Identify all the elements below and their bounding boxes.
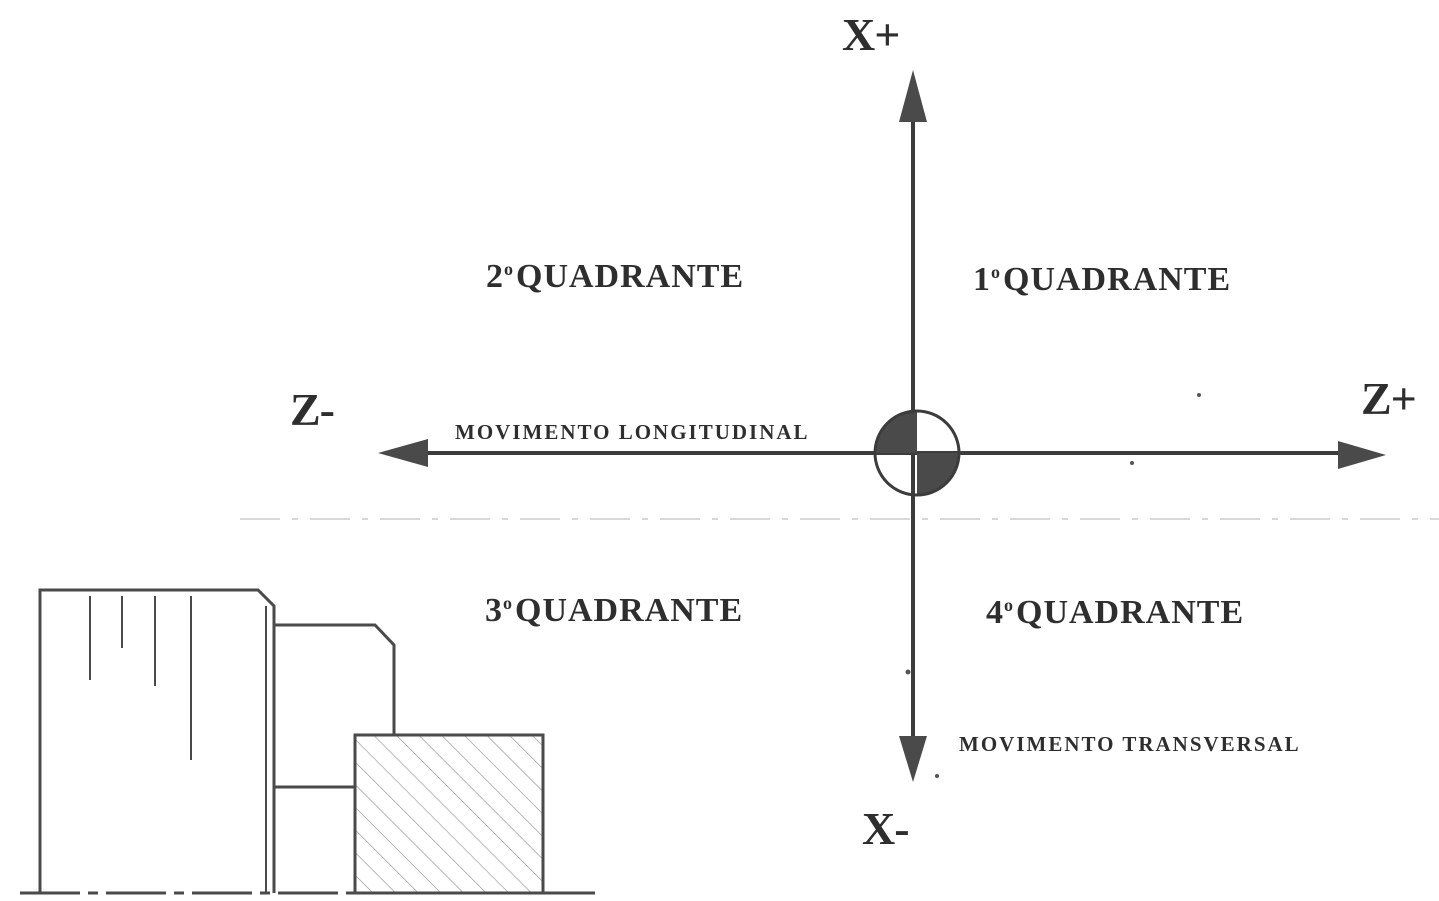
scan-speck: [1130, 461, 1134, 465]
quadrant-word: QUADRANTE: [1016, 594, 1245, 631]
axis-label-z-plus: Z+: [1361, 373, 1417, 424]
axis-label-z-minus: Z-: [290, 384, 335, 435]
quadrant-number: 3: [485, 592, 503, 629]
x-minus-arrowhead: [899, 736, 927, 782]
x-plus-arrowhead: [899, 70, 927, 122]
quadrant-number: 4: [986, 594, 1004, 631]
scan-speck: [1197, 393, 1201, 397]
quadrant-word: QUADRANTE: [516, 258, 745, 295]
scan-speck: [905, 669, 911, 675]
origin-symbol: [873, 409, 961, 497]
quadrant-4-label: 4oQUADRANTE: [986, 596, 1244, 630]
ordinal-indicator: o: [991, 262, 1001, 282]
axis-label-x-minus: X-: [862, 803, 910, 854]
scan-speck: [935, 774, 939, 778]
quadrant-word: QUADRANTE: [1003, 261, 1232, 298]
ordinal-indicator: o: [504, 259, 514, 279]
ordinal-indicator: o: [503, 593, 513, 613]
quadrant-1-label: 1oQUADRANTE: [973, 263, 1231, 297]
lathe-drawing: [20, 588, 595, 895]
axis-label-x-plus: X+: [842, 9, 900, 60]
quadrant-word: QUADRANTE: [515, 592, 744, 629]
ordinal-indicator: o: [1004, 595, 1014, 615]
longitudinal-movement-label: MOVIMENTO LONGITUDINAL: [455, 420, 810, 444]
quadrant-number: 1: [973, 261, 991, 298]
z-minus-arrowhead: [378, 439, 428, 467]
transversal-movement-label: MOVIMENTO TRANSVERSAL: [959, 732, 1301, 756]
quadrant-number: 2: [486, 258, 504, 295]
z-plus-arrowhead: [1338, 441, 1386, 469]
quadrant-2-label: 2oQUADRANTE: [486, 260, 744, 294]
quadrant-3-label: 3oQUADRANTE: [485, 594, 743, 628]
